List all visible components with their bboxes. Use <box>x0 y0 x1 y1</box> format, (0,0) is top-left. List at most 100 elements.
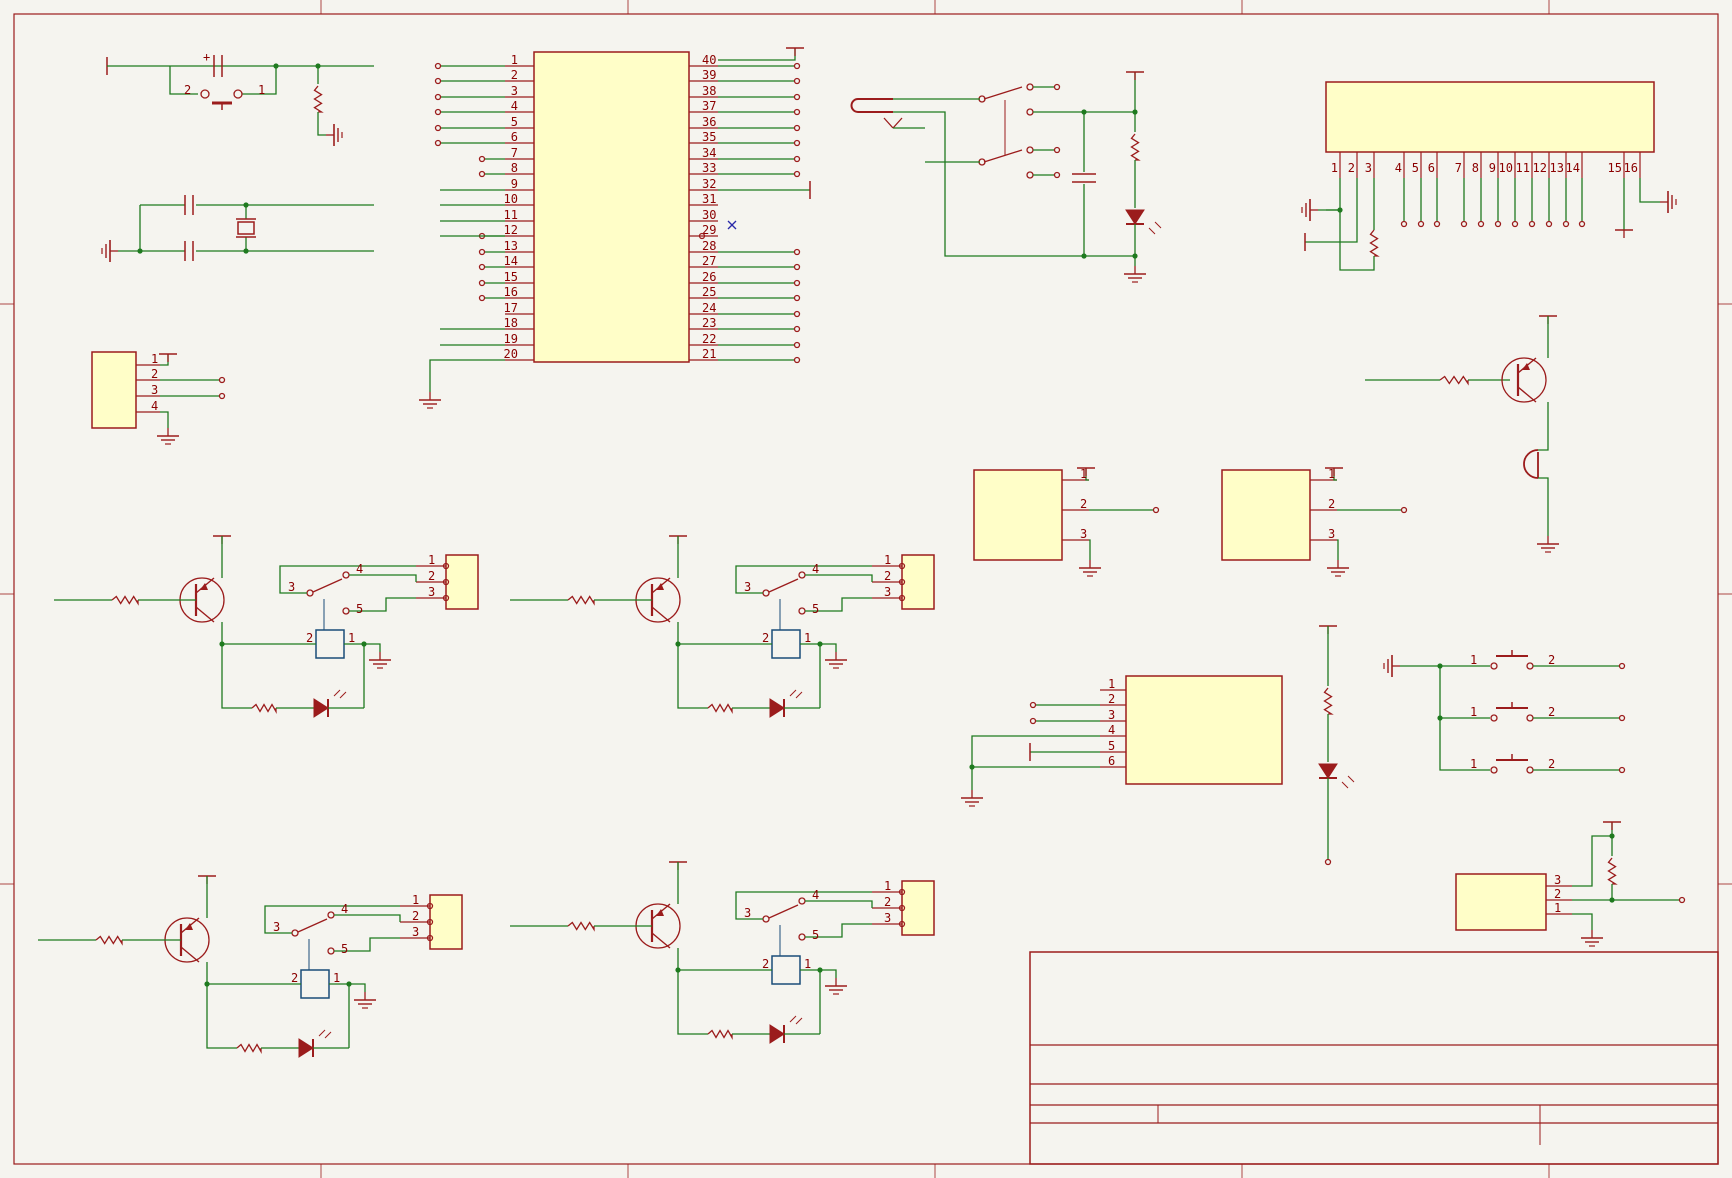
jp-box <box>901 880 935 936</box>
wire <box>349 597 416 612</box>
wire <box>160 411 169 428</box>
wire <box>317 112 326 136</box>
pin-num: 5 <box>341 942 348 956</box>
net-end <box>218 376 226 384</box>
pin-num: 20 <box>504 347 518 361</box>
wire <box>334 937 400 952</box>
net-end <box>1494 220 1502 228</box>
mcu-box <box>533 51 690 363</box>
junction <box>243 248 249 254</box>
pin-num: 39 <box>702 68 716 82</box>
pin-num: 3 <box>1080 527 1087 541</box>
net-end <box>1324 858 1332 866</box>
pin-num: 1 <box>258 83 265 97</box>
resistor <box>707 1029 733 1040</box>
pin-num: 40 <box>702 53 716 67</box>
pin-num: 2 <box>1548 653 1555 667</box>
wire <box>1439 666 1490 719</box>
pin-num: 4 <box>812 888 819 902</box>
net-end <box>1053 171 1061 179</box>
resistor <box>1607 857 1618 885</box>
wire <box>1439 718 1490 771</box>
wire <box>160 354 169 366</box>
relay-contact <box>762 915 770 923</box>
pin-num: 36 <box>702 115 716 129</box>
pin-num: 3 <box>1365 161 1372 175</box>
pin-num: 24 <box>702 301 716 315</box>
pin-num: 28 <box>702 239 716 253</box>
wire <box>800 969 821 1034</box>
pin-num: 5 <box>812 928 819 942</box>
net-end <box>1618 714 1626 722</box>
pin-num: + <box>203 50 210 64</box>
pin-num: 5 <box>511 115 518 129</box>
led-triangle <box>298 1038 314 1058</box>
pin-num: 12 <box>504 223 518 237</box>
relay-coil <box>300 969 330 999</box>
wire <box>1538 477 1549 536</box>
pin-num: 35 <box>702 130 716 144</box>
lcd-box <box>1325 81 1655 153</box>
pin-num: 2 <box>184 83 191 97</box>
resistor <box>707 703 733 714</box>
net-end <box>1053 83 1061 91</box>
net-end <box>434 93 442 101</box>
wire <box>349 574 417 582</box>
net-end <box>793 124 801 132</box>
pin-num: 3 <box>884 911 891 925</box>
resistor <box>1130 133 1141 161</box>
frame-inner <box>13 13 1719 1165</box>
pin-num: 1 <box>1108 677 1115 691</box>
net-end <box>434 108 442 116</box>
pin-num: 13 <box>504 239 518 253</box>
pin-num: 16 <box>504 285 518 299</box>
wire <box>820 969 837 978</box>
net-end <box>793 248 801 256</box>
pin-num: 2 <box>1080 497 1087 511</box>
net-end <box>793 294 801 302</box>
net-end <box>478 155 486 163</box>
pnp-arrow <box>1522 363 1530 370</box>
pin-num: 5 <box>1412 161 1419 175</box>
jp-pin <box>898 888 906 896</box>
relay-coil <box>315 629 345 659</box>
pin-num: 34 <box>702 146 716 160</box>
pin-num: 2 <box>1548 757 1555 771</box>
u1-box <box>973 469 1063 561</box>
relay-lever <box>312 578 343 593</box>
buzzer <box>1523 449 1539 479</box>
pin-num: 1 <box>884 879 891 893</box>
dc-jack <box>883 117 894 129</box>
pin-num: 2 <box>762 957 769 971</box>
wire <box>677 644 708 709</box>
dip-lever <box>983 149 1023 163</box>
dip-lever <box>983 86 1023 100</box>
jp-pin <box>442 578 450 586</box>
led-ray <box>795 1017 803 1025</box>
relay-contact <box>342 607 350 615</box>
wire <box>364 643 381 652</box>
pin-num: 16 <box>1624 161 1638 175</box>
pin-num: 5 <box>812 602 819 616</box>
wire <box>1326 178 1341 211</box>
resistor <box>95 935 123 946</box>
pin-num: 2 <box>884 895 891 909</box>
led-ray <box>333 689 341 697</box>
pin-num: 2 <box>291 971 298 985</box>
jd1-box <box>91 351 137 429</box>
u2-box <box>1221 469 1311 561</box>
pin-num: 19 <box>504 332 518 346</box>
net-end <box>434 124 442 132</box>
pin-num: 3 <box>1554 873 1561 887</box>
net-end <box>1152 506 1160 514</box>
net-end <box>793 263 801 271</box>
wire <box>429 359 505 392</box>
pin-num: 1 <box>1470 653 1477 667</box>
pin-num: 14 <box>504 254 518 268</box>
pin-num: 4 <box>356 562 363 576</box>
pin-num: 12 <box>1533 161 1547 175</box>
pin-num: 15 <box>504 270 518 284</box>
resistor <box>1439 375 1469 386</box>
wire <box>1538 402 1549 451</box>
pin-num: 3 <box>1108 708 1115 722</box>
